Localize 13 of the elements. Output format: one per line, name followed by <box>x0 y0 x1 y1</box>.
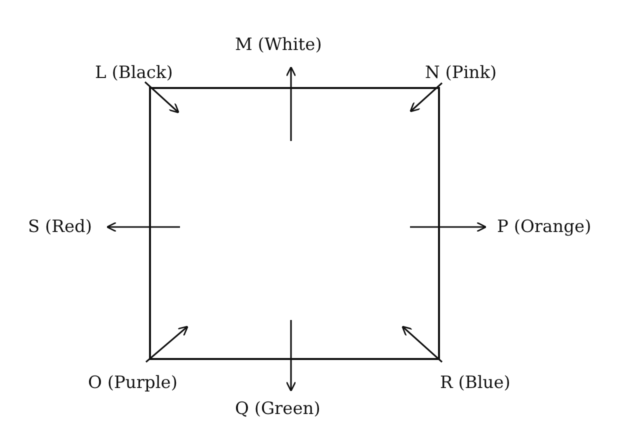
arrow <box>286 320 296 392</box>
arrow <box>106 222 180 232</box>
color-label: P (Orange) <box>497 216 592 238</box>
arrow <box>410 222 487 232</box>
color-label: M (White) <box>235 34 322 56</box>
color-label: O (Purple) <box>88 372 178 394</box>
color-label: N (Pink) <box>425 62 497 84</box>
color-label: Q (Green) <box>235 398 320 420</box>
color-label: L (Black) <box>95 62 173 84</box>
color-label: R (Blue) <box>440 372 510 394</box>
color-label: S (Red) <box>28 216 92 238</box>
square-outline <box>149 87 440 360</box>
arrow <box>286 66 296 141</box>
